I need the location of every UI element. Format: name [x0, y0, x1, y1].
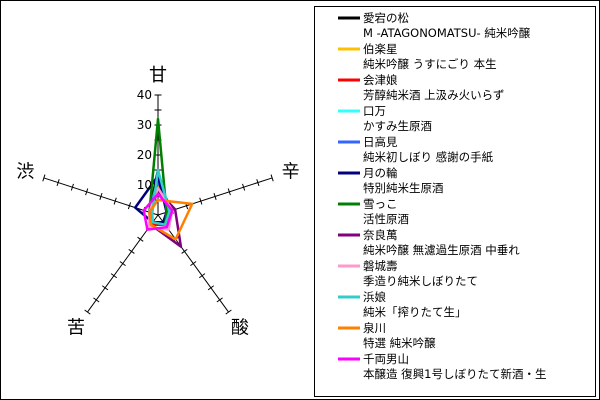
axis-tick	[227, 188, 231, 196]
legend-name: 千両男山	[363, 352, 409, 366]
legend-subtitle: 特別純米生原酒	[363, 181, 444, 195]
axis-tick	[128, 248, 135, 254]
legend-subtitle: 純米吟醸 無濾過生原酒 中垂れ	[363, 243, 520, 257]
axis-tick	[190, 261, 197, 267]
legend-subtitle: 純米初しぼり 感謝の手紙	[363, 150, 494, 164]
legend-name: 磐城壽	[363, 259, 398, 273]
legend-subtitle: 純米「搾りたて生」	[363, 305, 467, 319]
legend-name: 浜娘	[363, 290, 386, 304]
legend-name: 会津娘	[363, 73, 398, 87]
axis-tick	[101, 285, 109, 291]
axis-tick	[256, 179, 260, 187]
legend-name: 月の輪	[363, 166, 398, 180]
axis-tick	[198, 273, 206, 279]
axis-tick	[119, 261, 126, 267]
axis-tick	[137, 236, 144, 242]
legend-subtitle: かすみ生原酒	[363, 119, 432, 133]
legend-box	[314, 6, 596, 397]
category-label: 渋	[16, 161, 34, 182]
axis-tick	[42, 174, 46, 182]
axis-tick	[216, 297, 223, 303]
axis-tick	[270, 174, 274, 182]
axis-tick	[99, 192, 103, 200]
axis-tick	[207, 285, 215, 291]
axis-tick	[199, 197, 203, 205]
legend-subtitle: 活性原酒	[363, 212, 409, 226]
r-tick-label: 20	[137, 148, 152, 162]
axis-tick	[110, 273, 118, 279]
series-layer	[133, 117, 194, 248]
legend-name: 伯楽星	[363, 42, 398, 56]
axis-tick	[242, 183, 246, 191]
category-label: 酸	[231, 317, 249, 338]
legend-subtitle: 本醸造 復興1号しぼりたて新酒・生	[363, 367, 546, 381]
axis-tick	[213, 192, 217, 200]
legend-name: 奈良萬	[363, 228, 398, 242]
legend-subtitle: 芳醇純米酒 上汲み火いらず	[363, 88, 504, 102]
r-tick-label: 30	[137, 118, 152, 132]
category-label: 苦	[67, 317, 85, 338]
axis-tick	[84, 309, 91, 315]
axis-tick	[56, 179, 60, 187]
legend-name: 雪っこ	[363, 197, 398, 211]
r-tick-label: 40	[137, 88, 152, 102]
axes-layer	[42, 94, 274, 315]
legend-name: 泉川	[363, 321, 386, 335]
r-tick-label: 10	[137, 178, 152, 192]
axis-tick	[93, 297, 100, 303]
axis-tick	[70, 183, 74, 191]
axis-tick	[113, 197, 117, 205]
legend-name: 口万	[363, 104, 386, 118]
legend-subtitle: 純米吟醸 うすにごり 本生	[363, 57, 497, 71]
legend-subtitle: 特選 純米吟醸	[363, 336, 436, 350]
legend-name: 愛宕の松	[363, 11, 409, 25]
category-label: 甘	[149, 65, 167, 86]
legend-subtitle: M -ATAGONOMATSU- 純米吟醸	[363, 26, 531, 40]
legend-subtitle: 季造り純米しぼりたて	[363, 274, 478, 288]
axis-tick	[181, 248, 188, 254]
axis-tick	[127, 202, 132, 210]
category-label: 辛	[282, 161, 300, 182]
labels-layer: 甘辛酸 苦 渋 10 20 30 40	[16, 65, 299, 338]
series-11-polygon	[142, 192, 174, 231]
axis-tick	[85, 188, 89, 196]
axis-tick	[225, 309, 232, 315]
legend-name: 日高見	[363, 135, 398, 149]
series-10-polygon	[148, 198, 194, 241]
